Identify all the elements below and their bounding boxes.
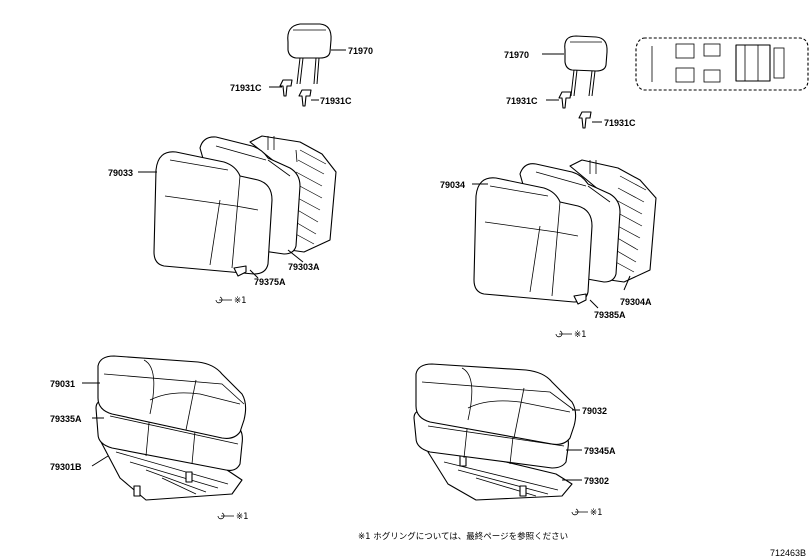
vehicle-locator <box>635 37 809 91</box>
label-lh-headrest-support-b: 71931C <box>320 96 352 106</box>
label-lh-seatback-frame: 79303A <box>288 262 320 272</box>
label-rh-cushion-frame: 79302 <box>584 476 609 486</box>
lh-headrest-support <box>279 79 312 107</box>
rh-seatback-cover <box>473 177 593 303</box>
label-rh-seatback: 79034 <box>440 180 465 190</box>
rh-headrest-support <box>558 91 592 129</box>
hog-ring-ref-4: ※1 <box>590 508 603 518</box>
figure-id: 712463B <box>770 548 806 558</box>
label-rh-seatback-frame: 79304A <box>620 297 652 307</box>
rh-seatback-pad <box>573 293 587 305</box>
label-lh-cushion-pad: 79335A <box>50 414 82 424</box>
hog-ring-ref-2: ※1 <box>574 330 587 340</box>
label-rh-cushion-pad: 79345A <box>584 446 616 456</box>
label-lh-seatback: 79033 <box>108 168 133 178</box>
rh-headrest <box>564 35 608 97</box>
lh-seatback-cover <box>153 151 273 275</box>
label-rh-headrest-support-b: 71931C <box>604 118 636 128</box>
label-lh-headrest-support-a: 71931C <box>230 83 262 93</box>
label-rh-headrest-support-a: 71931C <box>506 96 538 106</box>
rh-cushion-cover <box>415 363 577 445</box>
label-rh-headrest: 71970 <box>504 50 529 60</box>
label-lh-headrest: 71970 <box>348 46 373 56</box>
lh-seatback-pad <box>233 265 247 277</box>
lh-headrest <box>287 23 332 85</box>
hog-ring-ref-3: ※1 <box>236 512 249 522</box>
label-rh-cushion: 79032 <box>582 406 607 416</box>
label-lh-cushion-frame: 79301B <box>50 462 82 472</box>
label-lh-cushion: 79031 <box>50 379 75 389</box>
label-lh-seatback-pad: 79375A <box>254 277 286 287</box>
label-rh-seatback-pad: 79385A <box>594 310 626 320</box>
hog-ring-ref-1: ※1 <box>234 296 247 306</box>
lh-cushion-cover <box>97 355 247 439</box>
footnote: ※1 ホグリングについては、最終ページを参照ください <box>358 531 568 542</box>
